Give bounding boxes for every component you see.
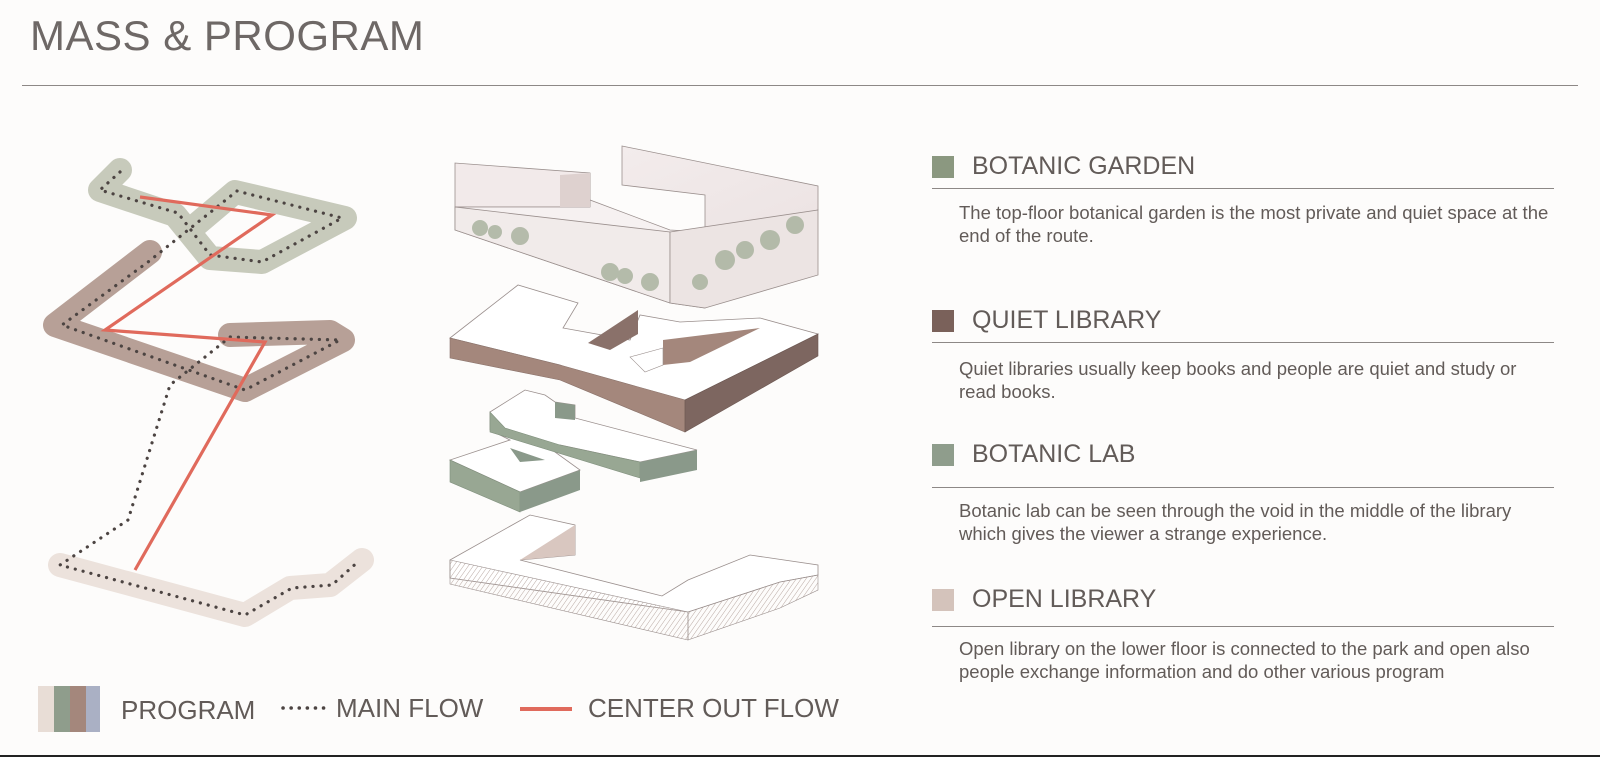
main-flow-path [56, 170, 362, 617]
mass-botanic-lab [448, 389, 698, 513]
exploded-axonometric [448, 145, 820, 641]
legend-center-out-flow-label: CENTER OUT FLOW [588, 693, 839, 723]
flow-band-quiet-library [43, 240, 355, 402]
legend-program-swatch [38, 686, 100, 732]
legend-swatch-3 [70, 686, 86, 732]
program-description: Open library on the lower floor is conne… [959, 638, 1530, 682]
legend-swatch-2 [54, 686, 70, 732]
flow-diagram [43, 158, 374, 627]
program-name: OPEN LIBRARY [972, 585, 1157, 613]
mass-open-library [449, 514, 819, 641]
mass-program-diagram [38, 145, 820, 732]
page-title: MASS & PROGRAM [30, 12, 425, 59]
program-divider [932, 487, 1554, 488]
program-item-quiet-library: QUIET LIBRARY Quiet libraries usually ke… [932, 302, 1554, 402]
program-description: The top-floor botanical garden is the mo… [959, 202, 1549, 246]
legend-swatch-4 [86, 686, 100, 732]
program-item-open-library: OPEN LIBRARY Open library on the lower f… [932, 581, 1554, 682]
mass-quiet-library [449, 284, 820, 433]
program-divider [932, 188, 1554, 189]
program-description: Quiet libraries usually keep books and p… [959, 358, 1517, 402]
flow-band-open-library [48, 548, 374, 627]
legend-program-label: PROGRAM [121, 695, 256, 725]
program-item-botanic-lab: BOTANIC LAB Botanic lab can be seen thro… [932, 436, 1554, 544]
program-swatch [932, 156, 954, 178]
program-swatch [932, 310, 954, 332]
program-divider [932, 342, 1554, 343]
program-swatch [932, 444, 954, 466]
program-item-botanic-garden: BOTANIC GARDEN The top-floor botanical g… [932, 148, 1554, 246]
program-name: QUIET LIBRARY [972, 306, 1162, 334]
mass-botanic-garden [454, 145, 819, 309]
legend-main-flow-label: MAIN FLOW [336, 693, 484, 723]
program-divider [932, 626, 1554, 627]
bottom-border [0, 755, 1600, 757]
legend-swatch-1 [38, 686, 54, 732]
program-description: Botanic lab can be seen through the void… [959, 500, 1512, 544]
title-divider [22, 85, 1578, 86]
program-name: BOTANIC LAB [972, 440, 1136, 468]
center-out-flow-path [100, 195, 277, 571]
program-swatch [932, 589, 954, 611]
program-name: BOTANIC GARDEN [972, 152, 1196, 180]
